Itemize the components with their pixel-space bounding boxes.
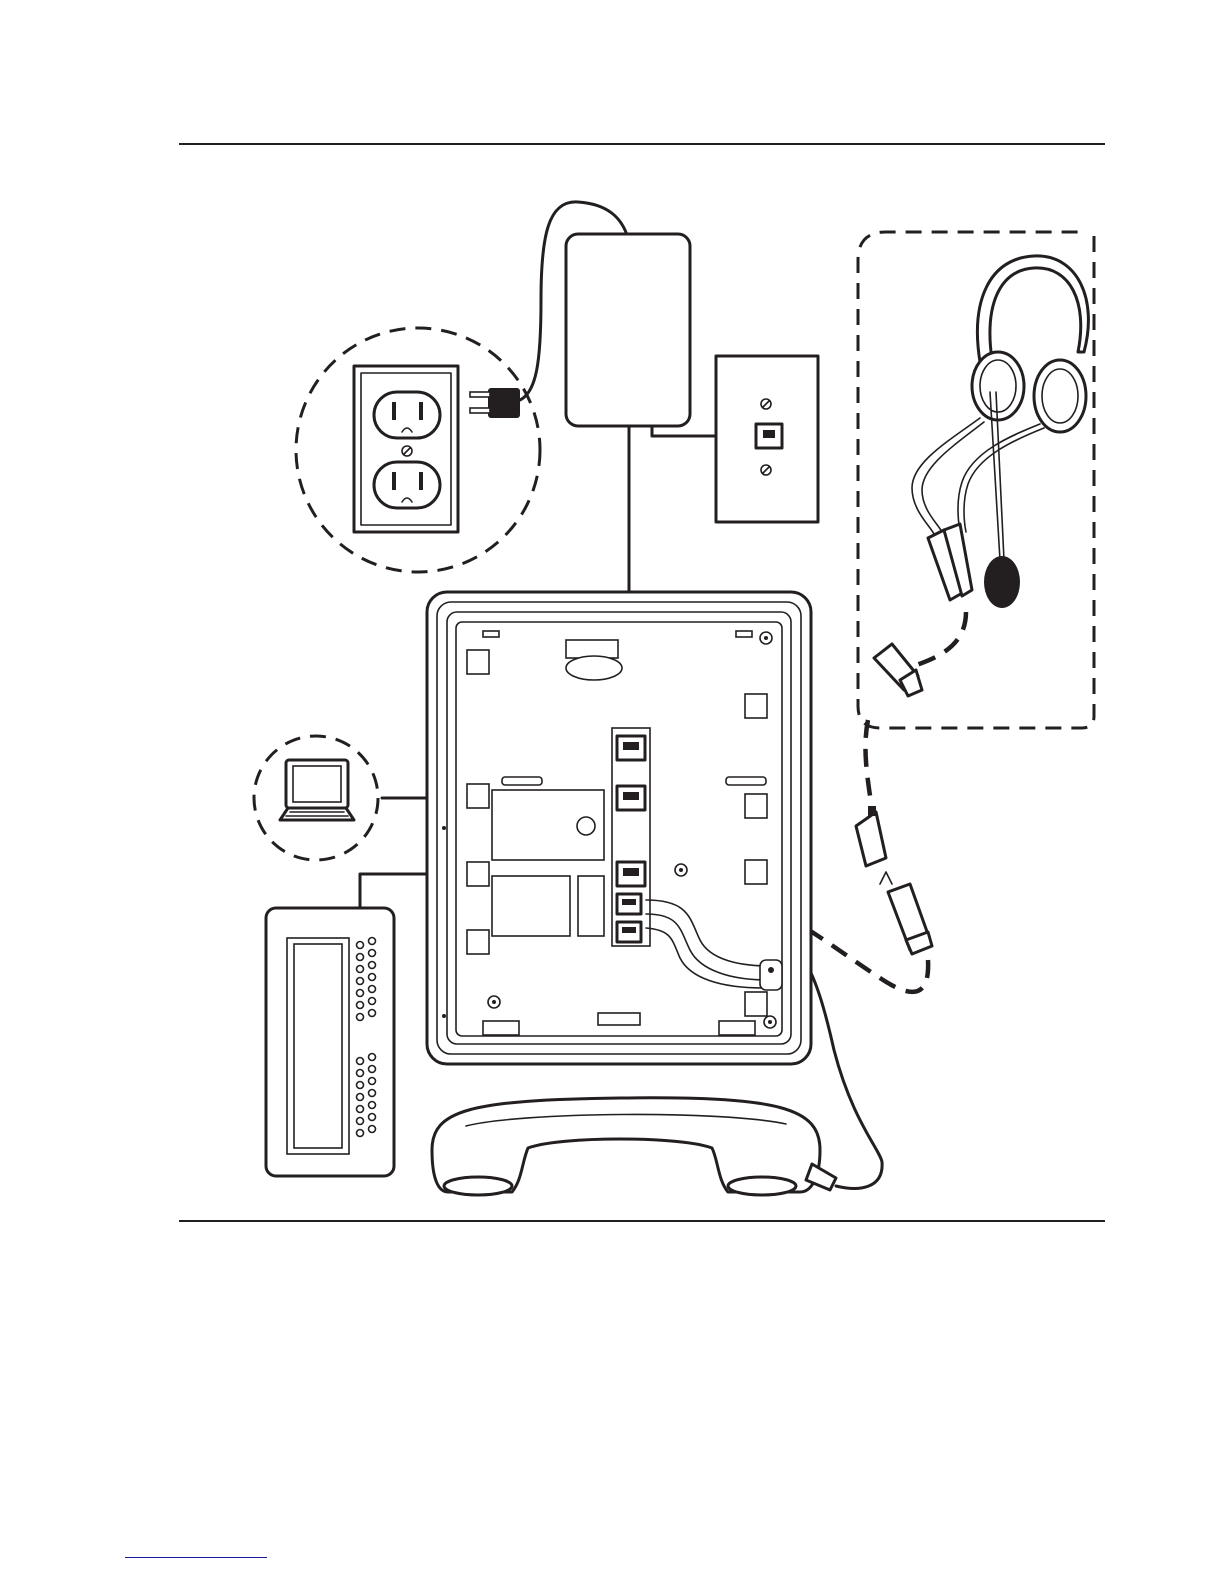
handset	[432, 1098, 836, 1195]
headset	[912, 256, 1088, 608]
headset-cord-dashed	[908, 612, 966, 668]
network-port	[617, 736, 645, 760]
bottom-rule	[179, 1220, 1105, 1222]
headset-port	[617, 894, 641, 914]
headset-adapter-cable-dashed	[865, 720, 872, 810]
pc	[280, 760, 354, 820]
outlet-receptacle-lower	[374, 462, 440, 508]
headset-quick-disconnect	[874, 644, 922, 696]
headset-adapter-plug	[880, 872, 932, 954]
expansion-module	[266, 908, 394, 1176]
power-plug	[470, 388, 520, 418]
wall-jack	[716, 356, 818, 522]
headset-adapter-connector	[856, 806, 886, 866]
footnote-rule	[125, 1557, 267, 1558]
pc-port	[617, 786, 645, 810]
ac-outlet	[354, 366, 458, 532]
handset-port	[617, 922, 641, 942]
power-adapter	[566, 234, 690, 426]
expansion-module-port	[617, 862, 645, 886]
outlet-receptacle-upper	[374, 392, 440, 438]
headset-mic-icon	[984, 556, 1020, 608]
phone-base	[427, 592, 811, 1064]
